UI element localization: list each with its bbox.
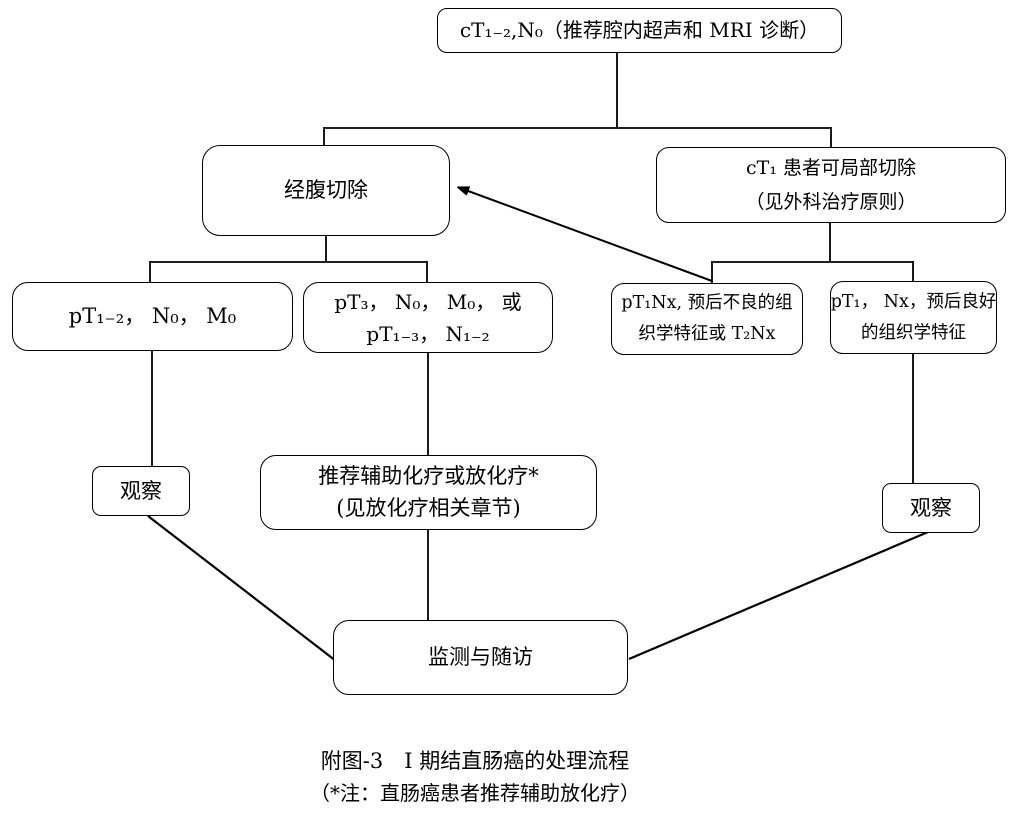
node-observe-right-label: 观察: [910, 495, 952, 520]
node-pt3-or-pt13-line2: pT₁₋₃， N₁₋₂: [366, 321, 490, 346]
node-pt1nx-poor-line2: 织学特征或 T₂Nx: [638, 324, 776, 344]
node-observe-right: 观察: [882, 483, 980, 533]
node-pt1nx-good: pT₁， Nx，预后良好 的组织学特征: [830, 281, 997, 354]
node-abdominal-resection-label: 经腹切除: [284, 178, 368, 203]
node-pt3-or-pt13-line1: pT₃， N₀， M₀， 或: [334, 289, 522, 314]
node-pt12-n0-m0: pT₁₋₂， N₀， M₀: [12, 282, 293, 351]
figure-caption-title: 附图-3 I 期结直肠癌的处理流程: [320, 749, 630, 773]
node-pt3-or-pt13: pT₃， N₀， M₀， 或 pT₁₋₃， N₁₋₂: [303, 282, 553, 353]
connector: [147, 515, 337, 662]
node-abdominal-resection: 经腹切除: [202, 145, 450, 236]
node-pt1nx-poor: pT₁Nx, 预后不良的组 织学特征或 T₂Nx: [611, 283, 803, 355]
node-local-excision: cT₁ 患者可局部切除 （见外科治疗原则）: [656, 147, 1006, 223]
node-adjuvant-therapy: 推荐辅助化疗或放化疗* (见放化疗相关章节): [260, 455, 597, 530]
node-observe-left: 观察: [92, 466, 190, 516]
node-pt1nx-good-line2: 的组织学特征: [861, 322, 966, 343]
figure-caption: 附图-3 I 期结直肠癌的处理流程 （*注：直肠癌患者推荐辅助放化疗）: [0, 746, 950, 808]
node-adjuvant-therapy-line2: (见放化疗相关章节): [336, 495, 521, 520]
node-ct12-n0-label: cT₁₋₂,N₀（推荐腔内超声和 MRI 诊断）: [459, 18, 820, 42]
node-local-excision-line2: （见外科治疗原则）: [745, 191, 917, 213]
arrow-to-abdominal-resection: [460, 188, 713, 282]
node-observe-left-label: 观察: [120, 478, 162, 503]
figure-caption-note: （*注：直肠癌患者推荐辅助放化疗）: [310, 780, 640, 805]
node-adjuvant-therapy-line1: 推荐辅助化疗或放化疗*: [318, 464, 539, 488]
node-pt1nx-good-line1: pT₁， Nx，预后良好: [830, 291, 997, 312]
node-ct12-n0: cT₁₋₂,N₀（推荐腔内超声和 MRI 诊断）: [437, 8, 842, 53]
node-pt1nx-poor-line1: pT₁Nx, 预后不良的组: [621, 293, 793, 314]
connector: [628, 530, 929, 661]
node-followup-label: 监测与随访: [428, 645, 533, 670]
node-local-excision-line1: cT₁ 患者可局部切除: [746, 156, 916, 179]
node-followup: 监测与随访: [333, 620, 628, 695]
node-pt12-n0-m0-label: pT₁₋₂， N₀， M₀: [68, 304, 237, 329]
